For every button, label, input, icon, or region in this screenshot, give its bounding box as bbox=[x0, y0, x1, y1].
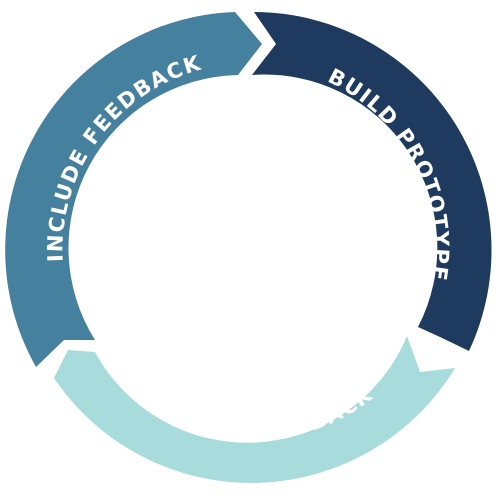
segment-collect-feedback-arrow bbox=[54, 336, 455, 483]
segment-build-prototype: BUILD PROTOTYPE bbox=[252, 12, 492, 351]
segment-include-feedback: INCLUDE FEEDBACK bbox=[5, 12, 262, 367]
segment-collect-feedback: COLLECT FEEDBACK bbox=[54, 336, 455, 483]
segment-include-feedback-arrow bbox=[5, 12, 262, 367]
segment-build-prototype-arrow bbox=[252, 12, 492, 351]
